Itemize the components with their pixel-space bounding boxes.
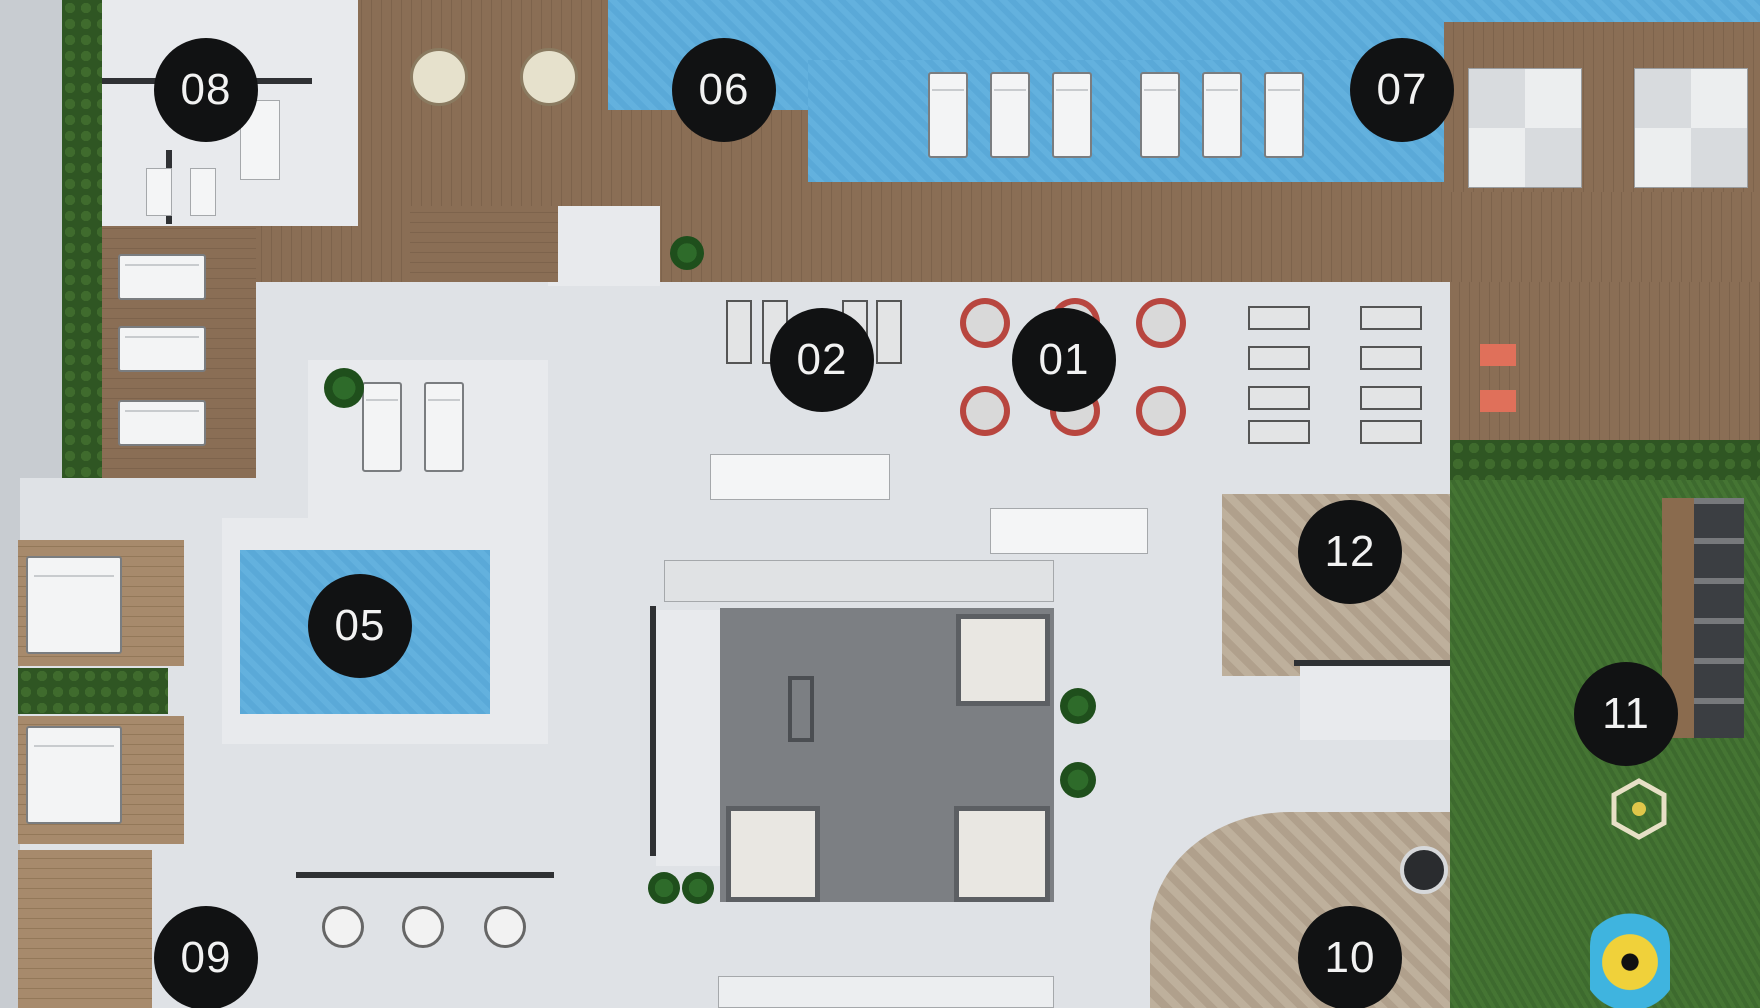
table-icon (484, 906, 526, 948)
pool-lounger (928, 72, 968, 158)
lounger-icon (26, 556, 122, 654)
marker-09[interactable]: 09 (154, 906, 258, 1008)
palm-icon (324, 368, 364, 408)
left-deck-lower (18, 850, 152, 1008)
table-icon (1360, 386, 1422, 410)
kitchen-counter (990, 508, 1148, 554)
stair-icon (788, 676, 814, 742)
table-icon (1142, 392, 1180, 430)
chair (1480, 390, 1516, 412)
palm-icon (1060, 762, 1096, 798)
table-icon (966, 304, 1004, 342)
pool-extension (808, 60, 1444, 182)
palm-icon (682, 872, 714, 904)
pool-lounger (1140, 72, 1180, 158)
table-icon (1142, 304, 1180, 342)
pool-lounger (1264, 72, 1304, 158)
left-hedge (62, 0, 102, 478)
palm-icon (670, 236, 704, 270)
marker-10[interactable]: 10 (1298, 906, 1402, 1008)
lounger-icon (424, 382, 464, 472)
table-icon (322, 906, 364, 948)
table-icon (876, 300, 902, 364)
table-icon (726, 300, 752, 364)
pool-lounger (1202, 72, 1242, 158)
marker-07[interactable]: 07 (1350, 38, 1454, 142)
bar-wall (296, 872, 554, 878)
elevator-shaft (726, 806, 820, 902)
restroom-wall (650, 606, 656, 856)
table-icon (1360, 346, 1422, 370)
lounger-icon (118, 254, 206, 300)
chair (1480, 344, 1516, 366)
table-icon (966, 392, 1004, 430)
furniture (190, 168, 216, 216)
room-12-service (1300, 666, 1450, 740)
marker-02[interactable]: 02 (770, 308, 874, 412)
lounger-icon (118, 400, 206, 446)
elevator-shaft (954, 806, 1050, 902)
kitchen-counter (710, 454, 890, 500)
play-equipment (1590, 906, 1670, 1008)
palm-icon (1060, 688, 1096, 724)
table-icon (1360, 306, 1422, 330)
pool-lounger (990, 72, 1030, 158)
marker-01[interactable]: 01 (1012, 308, 1116, 412)
table-icon (1248, 346, 1310, 370)
table-icon (1248, 306, 1310, 330)
table-icon (520, 48, 578, 106)
hexagon-icon (1611, 778, 1667, 840)
lounger-icon (118, 326, 206, 372)
restrooms (656, 610, 720, 866)
lounger-icon (26, 726, 122, 824)
lounger-icon (362, 382, 402, 472)
room-wall (1294, 660, 1450, 666)
table-icon (410, 48, 468, 106)
furniture (146, 168, 172, 216)
table-icon (1248, 386, 1310, 410)
entry-floor (548, 206, 660, 286)
marker-11[interactable]: 11 (1574, 662, 1678, 766)
palm-icon (648, 872, 680, 904)
marker-05[interactable]: 05 (308, 574, 412, 678)
firepit (1400, 846, 1448, 894)
elevator-shaft (956, 614, 1050, 706)
umbrella-icon (1634, 68, 1748, 188)
marker-08[interactable]: 08 (154, 38, 258, 142)
umbrella-icon (1468, 68, 1582, 188)
bench-seats (1694, 498, 1744, 738)
marker-12[interactable]: 12 (1298, 500, 1402, 604)
table-icon (1248, 420, 1310, 444)
right-hedge (1450, 440, 1760, 480)
table-icon (1360, 420, 1422, 444)
marker-06[interactable]: 06 (672, 38, 776, 142)
planter (18, 668, 168, 714)
bottom-bench (718, 976, 1054, 1008)
steps-deck (410, 206, 558, 282)
pool-lounger (1052, 72, 1092, 158)
table-icon (402, 906, 444, 948)
kitchen-line (664, 560, 1054, 602)
